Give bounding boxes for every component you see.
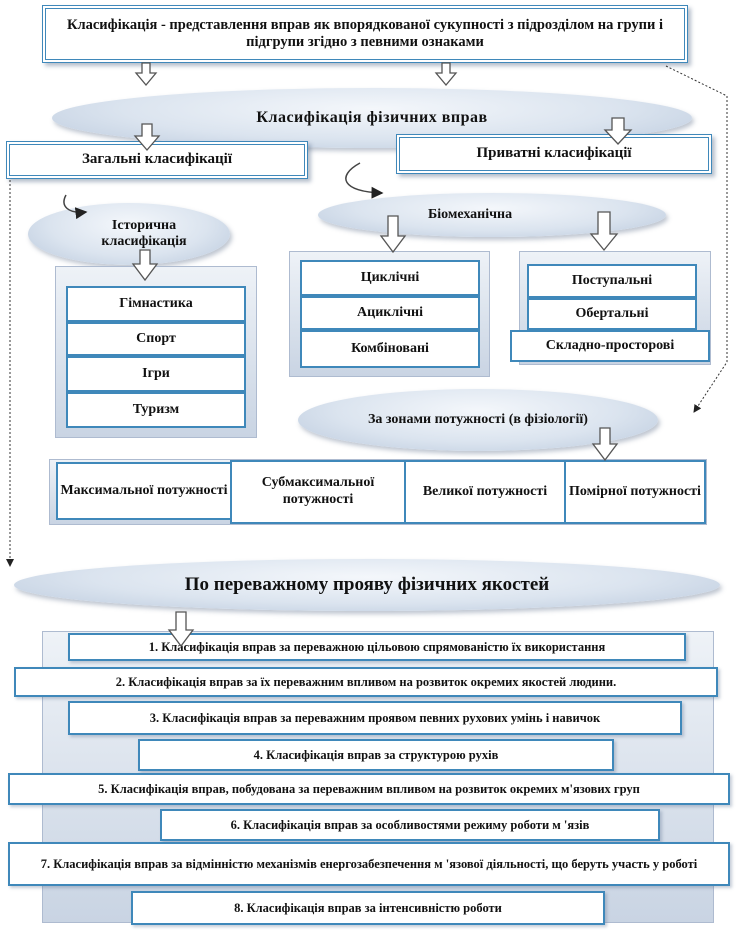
qualities-item: 4. Класифікація вправ за структурою рухі…: [138, 739, 614, 771]
historical-item: Спорт: [66, 322, 246, 356]
qualities-item: 7. Класифікація вправ за відмінністю мех…: [8, 842, 730, 886]
definition-text: Класифікація - представлення вправ як вп…: [66, 17, 664, 50]
power-zones-ellipse: За зонами потужності (в фізіології): [298, 389, 658, 451]
qualities-item: 5. Класифікація вправ, побудована за пер…: [8, 773, 730, 805]
arrow-down-icon: [434, 62, 458, 87]
biomechanical-item: Ациклічні: [300, 296, 480, 330]
power-zone-item: Великої потужності: [404, 460, 566, 524]
historical-item: Гімнастика: [66, 286, 246, 322]
historical-item: Туризм: [66, 392, 246, 428]
definition-box: Класифікація - представлення вправ як вп…: [42, 5, 688, 63]
arrow-down-icon: [134, 62, 158, 87]
biomechanical-item: Складно-просторові: [510, 330, 710, 362]
general-classifications-label: Загальні класифікації: [81, 151, 233, 168]
qualities-title-ellipse: По переважному прояву фізичних якостей: [14, 559, 720, 611]
qualities-item: 3. Класифікація вправ за переважним проя…: [68, 701, 682, 735]
power-zone-item: Субмаксимальної потужності: [230, 460, 406, 524]
biomechanical-ellipse: Біомеханічна: [318, 193, 666, 237]
historical-classification-ellipse: Історична класифікація: [28, 203, 230, 265]
qualities-item: 1. Класифікація вправ за переважною ціль…: [68, 633, 686, 661]
qualities-title: По переважному прояву фізичних якостей: [184, 574, 550, 596]
curved-arrow-icon: [345, 162, 384, 199]
private-classifications-box: Приватні класифікації: [396, 134, 712, 174]
biomechanical-item: Обертальні: [527, 298, 697, 330]
qualities-item: 8. Класифікація вправ за інтенсивністю р…: [131, 891, 605, 925]
power-zone-item: Максимальної потужності: [56, 462, 232, 520]
biomechanical-label: Біомеханічна: [428, 206, 513, 222]
private-classifications-label: Приватні класифікації: [476, 145, 632, 162]
qualities-item: 6. Класифікація вправ за особливостями р…: [160, 809, 660, 841]
biomechanical-item: Поступальні: [527, 264, 697, 298]
qualities-item: 2. Класифікація вправ за їх переважним в…: [14, 667, 718, 697]
biomechanical-item: Комбіновані: [300, 330, 480, 368]
power-zone-item: Помірної потужності: [564, 460, 706, 524]
power-zones-label: За зонами потужності (в фізіології): [368, 411, 588, 427]
historical-classification-label: Історична класифікація: [101, 217, 187, 249]
historical-item: Ігри: [66, 356, 246, 392]
general-classifications-box: Загальні класифікації: [6, 141, 308, 179]
biomechanical-item: Циклічні: [300, 260, 480, 296]
main-title: Класифікація фізичних вправ: [256, 108, 488, 126]
